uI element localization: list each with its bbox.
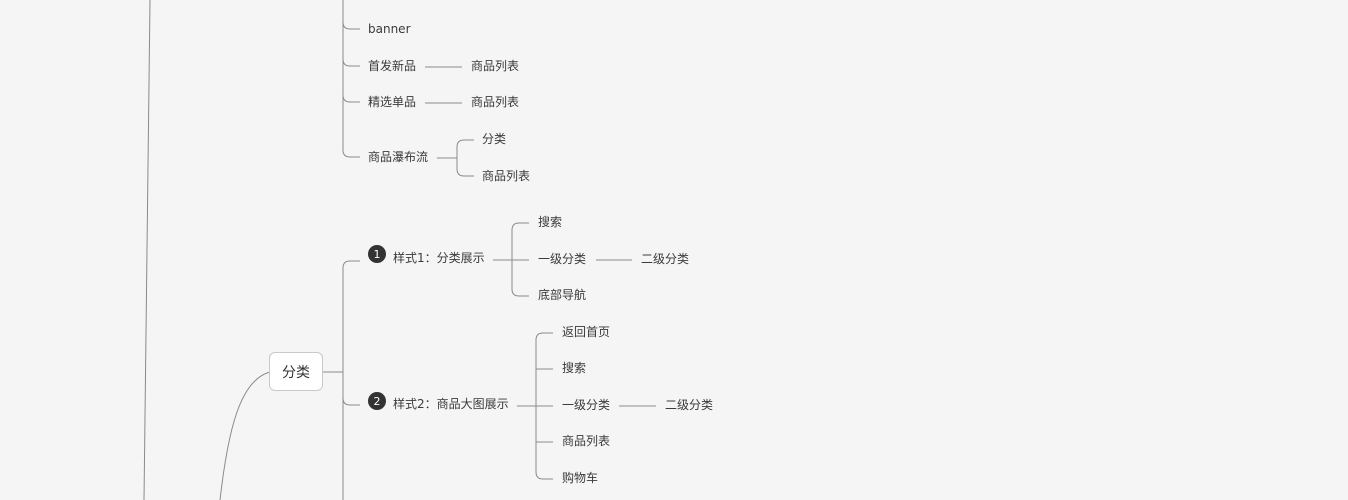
node-style1[interactable]: 样式1：分类展示: [393, 251, 485, 265]
node-style2-search[interactable]: 搜索: [562, 361, 587, 375]
node-style2-home[interactable]: 返回首页: [562, 325, 611, 339]
node-style2[interactable]: 样式2：商品大图展示: [393, 397, 509, 411]
priority-1-icon: 1: [368, 245, 386, 263]
node-featured-list[interactable]: 商品列表: [471, 95, 520, 109]
node-featured[interactable]: 精选单品: [368, 95, 417, 109]
node-style2-cart[interactable]: 购物车: [562, 471, 599, 485]
node-waterfall-list[interactable]: 商品列表: [482, 169, 531, 183]
node-category[interactable]: 分类: [269, 352, 323, 391]
node-banner[interactable]: banner: [368, 22, 411, 36]
node-style1-search[interactable]: 搜索: [538, 215, 563, 229]
node-style1-level1[interactable]: 一级分类: [538, 252, 587, 266]
node-new-products[interactable]: 首发新品: [368, 59, 417, 73]
node-new-products-list[interactable]: 商品列表: [471, 59, 520, 73]
node-style2-product-list[interactable]: 商品列表: [562, 434, 611, 448]
node-style1-bottom-nav[interactable]: 底部导航: [538, 288, 587, 302]
node-waterfall[interactable]: 商品瀑布流: [368, 150, 429, 164]
node-style2-level1[interactable]: 一级分类: [562, 398, 611, 412]
node-style2-level2[interactable]: 二级分类: [665, 398, 714, 412]
priority-2-icon: 2: [368, 392, 386, 410]
node-waterfall-category[interactable]: 分类: [482, 132, 507, 146]
node-style1-level2[interactable]: 二级分类: [641, 252, 690, 266]
